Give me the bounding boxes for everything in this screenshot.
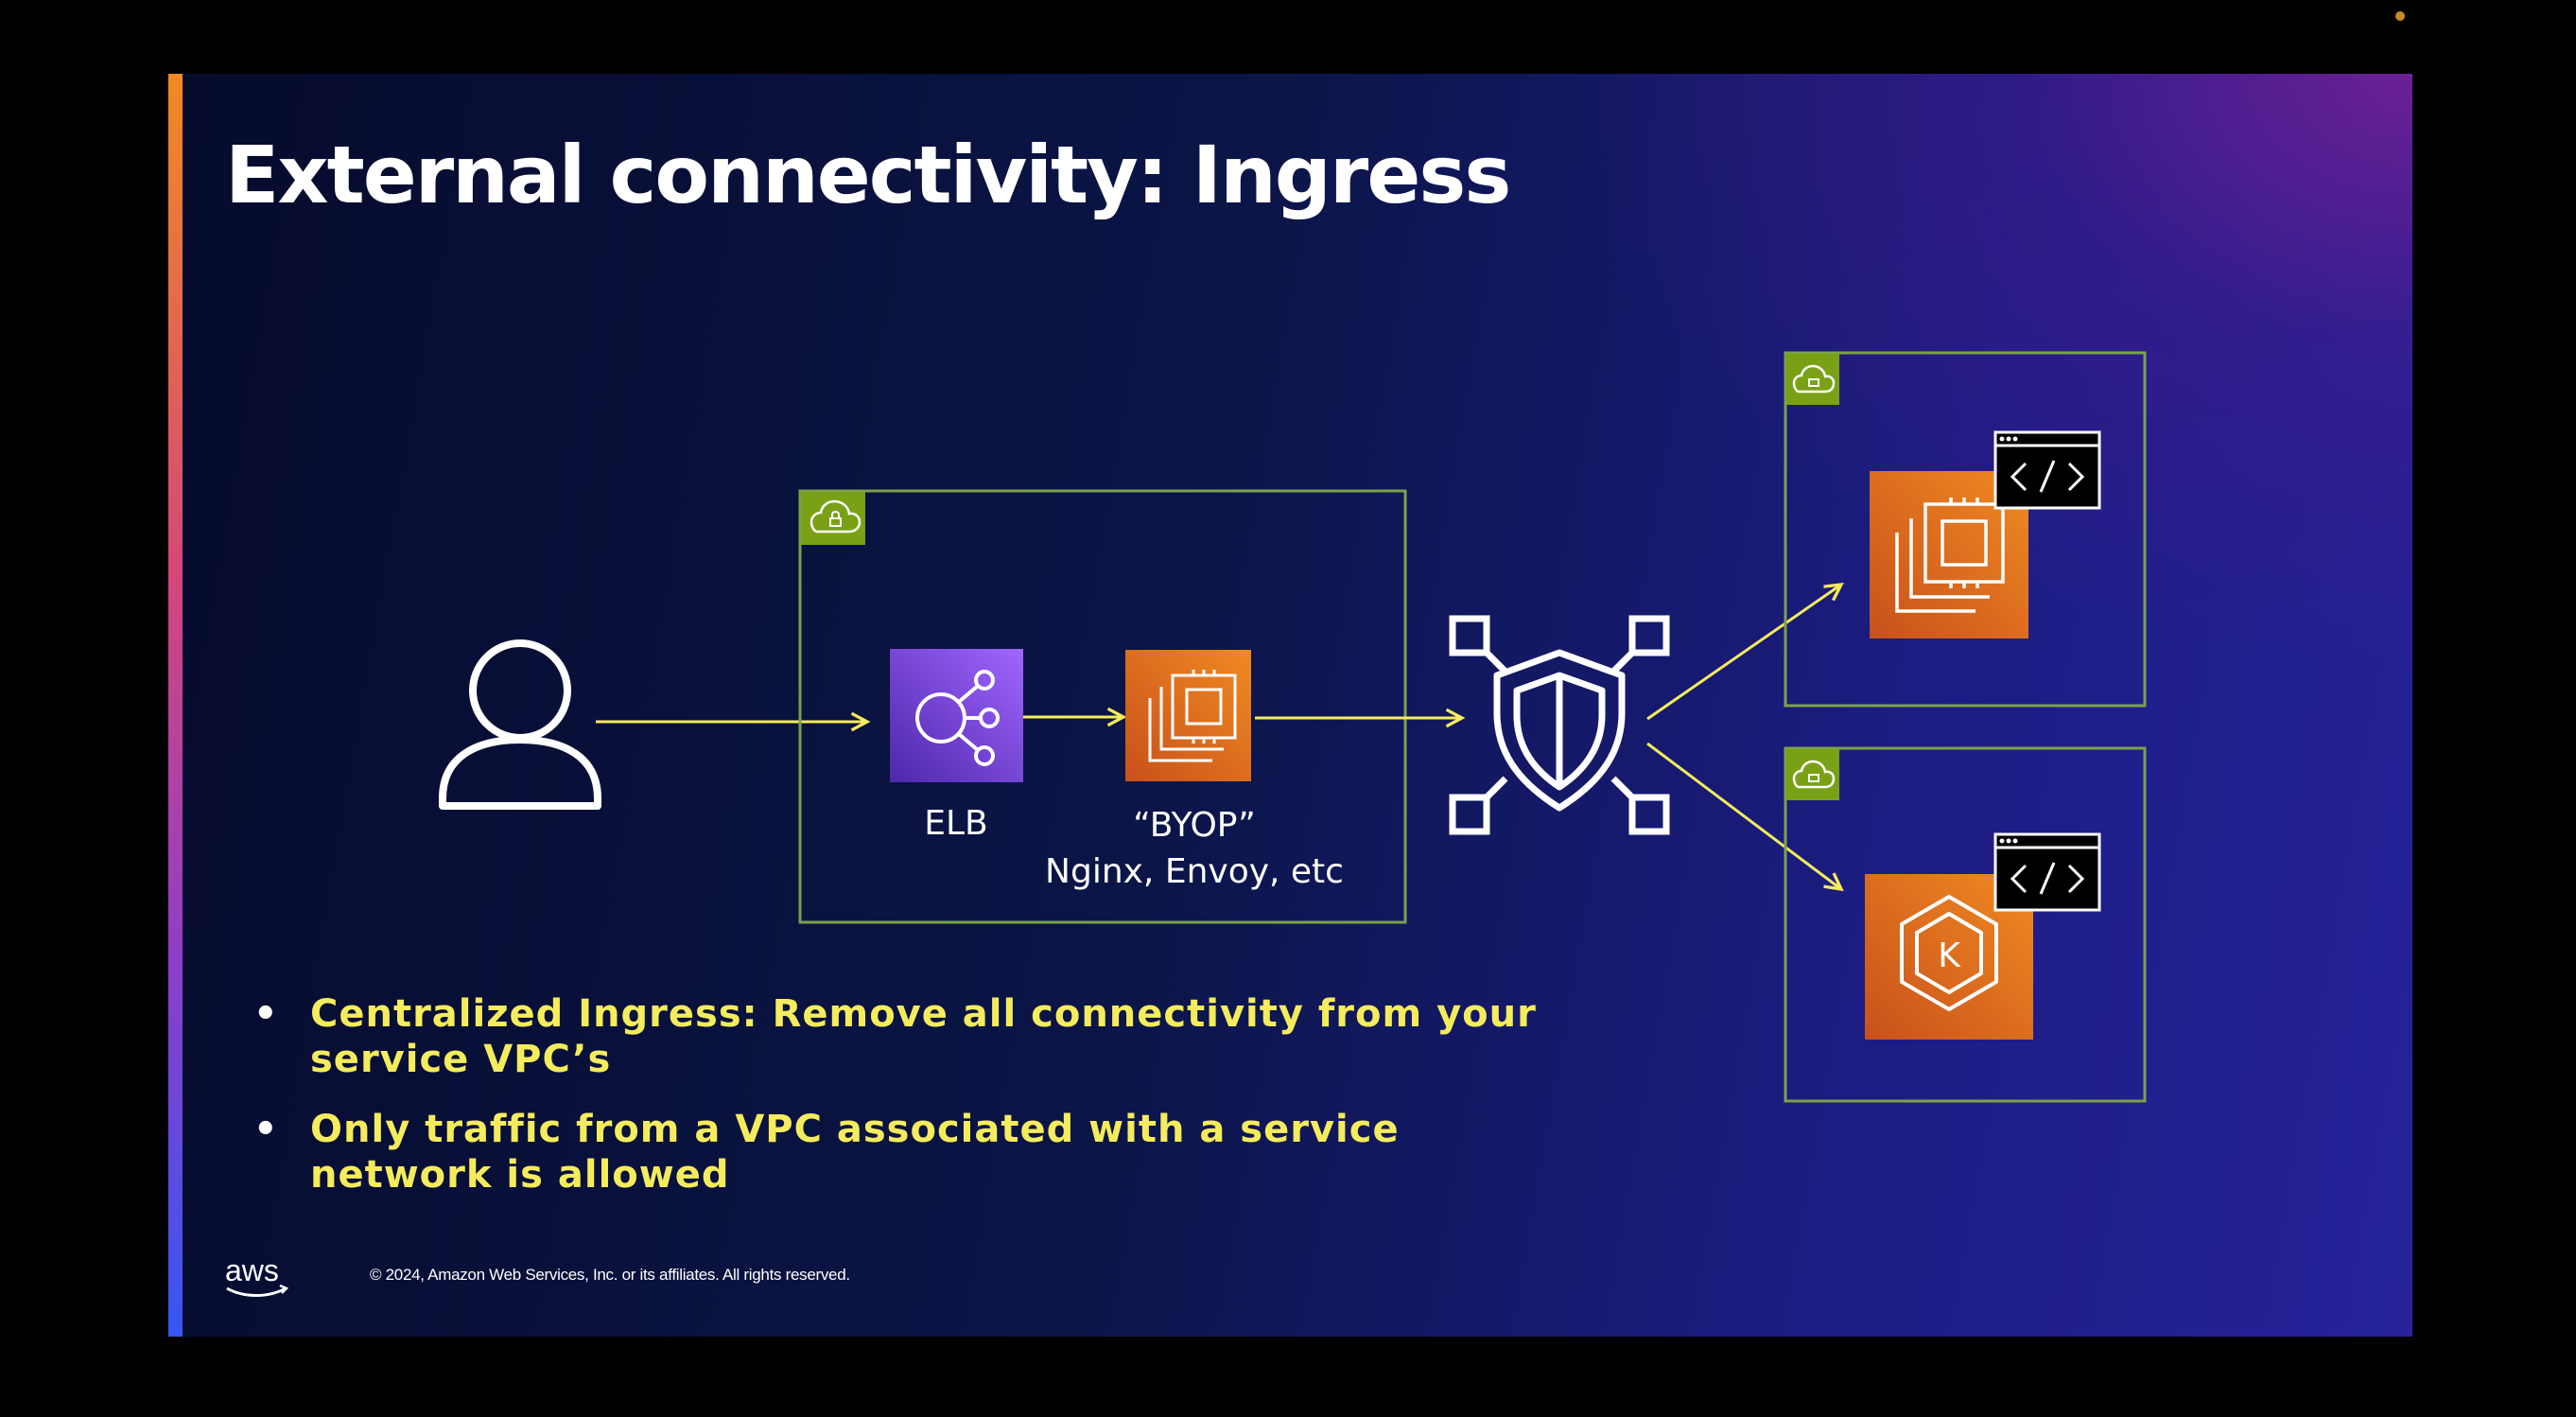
elb-label: ELB [924, 804, 988, 843]
byop-sublabel: Nginx, Envoy, etc [1045, 852, 1344, 891]
arrow-to-eks-vpc [1646, 742, 1841, 889]
corner-dot [2395, 11, 2405, 21]
arrow-to-ec2-vpc [1646, 585, 1841, 721]
svg-text:aws: aws [225, 1254, 279, 1287]
ec2-service-vpc-box [1784, 351, 2147, 708]
service-network-icon [1449, 615, 1670, 835]
svg-text:K: K [1938, 936, 1961, 975]
ec2-icon [1125, 650, 1251, 781]
code-window-icon [1993, 430, 2101, 510]
slide-title: External connectivity: Ingress [225, 129, 1511, 221]
vpc-cloud-icon [801, 492, 865, 545]
architecture-diagram: ELB “BYOP” Nginx, Envoy, etc [439, 351, 2147, 1103]
user-icon [439, 639, 601, 810]
code-window-icon [1993, 832, 2101, 912]
byop-label: “BYOP” [1133, 806, 1256, 845]
slide: External connectivity: Ingress [168, 74, 2412, 1337]
bullet-item: Centralized Ingress: Remove all connecti… [242, 991, 1566, 1082]
vpc-cloud-icon [1786, 749, 1839, 800]
bullet-item: Only traffic from a VPC associated with … [242, 1107, 1566, 1198]
aws-logo: aws [225, 1254, 289, 1297]
bullet-list: Centralized Ingress: Remove all connecti… [242, 991, 1566, 1222]
elb-icon [890, 649, 1023, 782]
vpc-cloud-icon [1786, 354, 1839, 405]
accent-bar [168, 74, 183, 1337]
eks-service-vpc-box: K [1784, 746, 2147, 1103]
copyright-text: © 2024, Amazon Web Services, Inc. or its… [370, 1266, 850, 1284]
ingress-vpc-box [798, 489, 1407, 924]
